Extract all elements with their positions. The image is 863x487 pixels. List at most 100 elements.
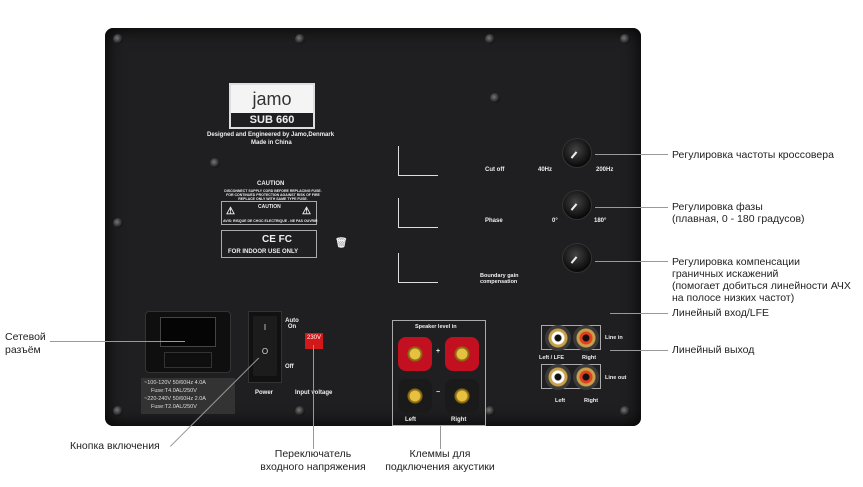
left-negative-terminal[interactable] (398, 379, 432, 413)
speaker-terminal-box: Speaker level in + − Left Right (392, 320, 486, 426)
fuse-holder (164, 352, 212, 368)
line-in-left-jack[interactable] (545, 325, 571, 351)
boundary-label: Boundary gain compensation (480, 273, 519, 285)
screw (113, 406, 123, 416)
cutoff-graph-icon (398, 146, 438, 176)
terminals-annotation: Клеммы для (409, 448, 471, 460)
screw (113, 218, 123, 228)
crossover-frequency-knob[interactable] (562, 138, 592, 168)
fuse-rating-1: ~100-120V 50/60Hz 4.0A (144, 380, 206, 386)
crossover-annotation: Регулировка частоты кроссовера (672, 149, 834, 161)
power-button-annotation: Кнопка включения (70, 440, 160, 452)
200hz-label: 200Hz (596, 167, 614, 173)
off-label: Off (285, 364, 294, 370)
40hz-label: 40Hz (538, 167, 553, 173)
indoor-use-text: FOR INDOOR USE ONLY (228, 249, 299, 255)
boundary-annotation-3: (помогает добиться линейности АЧХ (672, 280, 851, 292)
right-positive-terminal[interactable] (445, 337, 479, 371)
leader-line (610, 313, 668, 314)
plus-sign: + (436, 348, 441, 355)
boundary-graph-icon (398, 253, 438, 283)
line-out-box (541, 364, 601, 390)
voltage-selector[interactable]: 230V (305, 333, 323, 349)
phase-annotation-detail: (плавная, 0 - 180 градусов) (672, 213, 805, 225)
0-degree-label: 0° (552, 218, 558, 224)
screw (113, 34, 123, 44)
right-label: Right (451, 417, 467, 423)
warning-triangle-icon: ⚠ (226, 206, 235, 217)
cutoff-label: Cut off (485, 167, 505, 173)
line-in-box (541, 325, 601, 351)
power-label: Power (255, 390, 274, 396)
boundary-gain-knob[interactable] (562, 243, 592, 273)
avis-text: AVIS: RISQUE DE CHOC ELECTRIQUE - NE PAS… (223, 219, 318, 223)
designed-text: Designed and Engineered by Jamo,Denmark (207, 132, 335, 138)
power-socket-annotation: Сетевой (5, 331, 46, 343)
leader-line (595, 207, 668, 208)
voltage-annotation: Переключатель (274, 448, 352, 460)
line-out-right-jack[interactable] (573, 364, 599, 390)
screw (490, 93, 500, 103)
line-out-label: Line out (605, 375, 627, 381)
left-label: Left (405, 417, 416, 423)
line-out-annotation: Линейный выход (672, 344, 755, 356)
line-in-right-jack[interactable] (573, 325, 599, 351)
boundary-annotation-4: на полосе низких частот) (672, 292, 795, 304)
screw (210, 158, 220, 168)
screw (620, 34, 630, 44)
leader-line (440, 426, 441, 449)
line-in-annotation: Линейный вход/LFE (672, 307, 770, 319)
brand-logo: jamo (231, 85, 313, 113)
terminals-annotation-2: подключения акустики (385, 461, 495, 473)
voltage-annotation-2: входного напряжения (260, 461, 366, 473)
fuse-rating-1b: Fuse:T4.0AL/250V (151, 388, 197, 394)
left-label: Left (555, 398, 566, 404)
logo-plate: jamo SUB 660 (229, 83, 315, 129)
certification-box: CE FC FOR INDOOR USE ONLY (221, 230, 317, 258)
leader-line (595, 154, 668, 155)
auto-on-label: Auto On (285, 318, 299, 330)
screw (485, 406, 495, 416)
model-name: SUB 660 (249, 114, 295, 126)
power-socket-annotation-2: разъём (5, 344, 41, 356)
weee-bin-icon: 🗑 (335, 238, 348, 249)
leader-line (50, 341, 185, 342)
leader-line (595, 261, 668, 262)
phase-annotation: Регулировка фазы (672, 201, 763, 213)
certification-marks: CE FC (262, 234, 292, 245)
line-in-label: Line in (605, 335, 623, 341)
phase-label: Phase (485, 218, 503, 224)
fuse-rating-2b: Fuse:T2.0AL/250V (151, 404, 197, 410)
right-label: Right (584, 398, 599, 404)
left-lfe-label: Left / LFE (539, 355, 565, 361)
180-degree-label: 180° (594, 218, 607, 224)
screw (485, 34, 495, 44)
made-text: Made in China (251, 140, 292, 146)
leader-line (313, 345, 314, 449)
subwoofer-rear-panel: jamo SUB 660 Designed and Engineered by … (105, 28, 641, 426)
screw (295, 406, 305, 416)
right-label: Right (582, 355, 597, 361)
caution-title: CAUTION (257, 181, 285, 187)
phase-graph-icon (398, 198, 438, 228)
caution-box-label: CAUTION (258, 204, 281, 210)
boundary-annotation: Регулировка компенсации (672, 256, 800, 268)
boundary-annotation-2: граничных искажений (672, 268, 779, 280)
power-socket[interactable] (145, 311, 231, 373)
screw (295, 34, 305, 44)
caution-box: CAUTION ⚠ ⚠ AVIS: RISQUE DE CHOC ELECTRI… (221, 201, 318, 225)
iec-inlet (160, 317, 216, 347)
left-positive-terminal[interactable] (398, 337, 432, 371)
phase-knob[interactable] (562, 190, 592, 220)
line-out-left-jack[interactable] (545, 364, 571, 390)
caution-text: DISCONNECT SUPPLY CORD BEFORE REPLACING … (224, 189, 322, 201)
fuse-rating-2: ~220-240V 50/60Hz 2.0A (144, 396, 206, 402)
minus-sign: − (436, 389, 441, 396)
speaker-level-label: Speaker level in (415, 324, 457, 330)
leader-line (610, 350, 668, 351)
warning-triangle-icon: ⚠ (302, 206, 311, 217)
right-negative-terminal[interactable] (445, 379, 479, 413)
screw (620, 406, 630, 416)
